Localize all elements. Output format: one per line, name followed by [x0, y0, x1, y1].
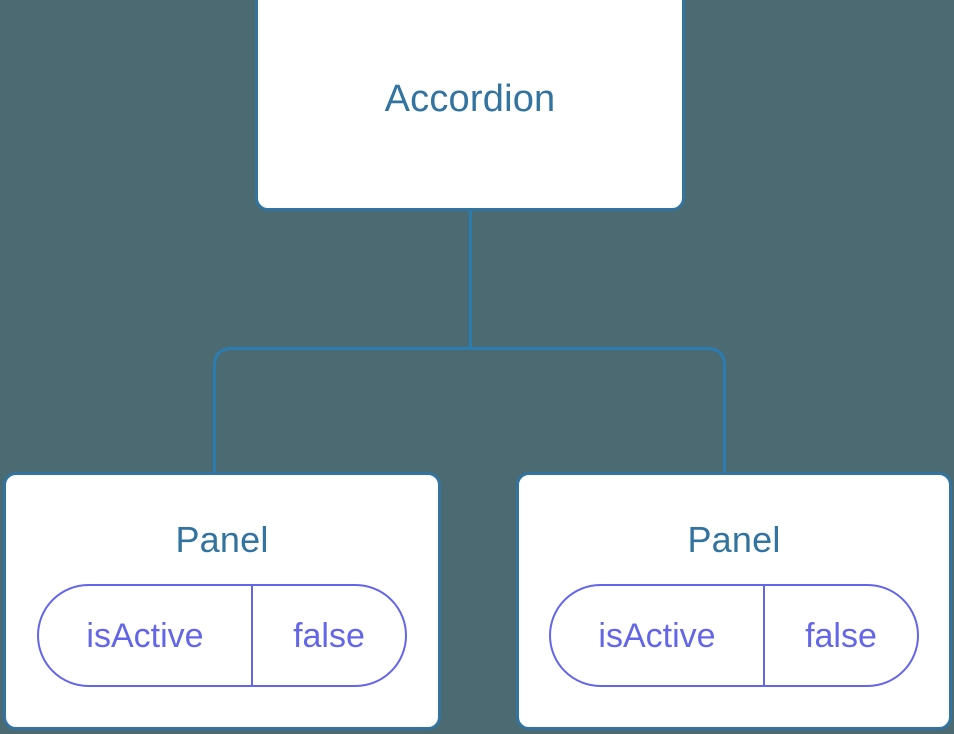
prop-pill-left-value: false — [293, 616, 365, 655]
node-accordion[interactable]: Accordion — [255, 0, 685, 211]
prop-pill-right-key: isActive — [551, 586, 765, 685]
node-accordion-label: Accordion — [384, 77, 556, 120]
prop-pill-right[interactable]: isActive false — [549, 584, 919, 687]
prop-pill-right-value: false — [805, 616, 877, 655]
prop-pill-left[interactable]: isActive false — [37, 584, 407, 687]
connector-branch-left — [213, 347, 471, 474]
prop-pill-left-key: isActive — [39, 586, 253, 685]
node-panel-right[interactable]: Panel isActive false — [516, 472, 952, 730]
node-panel-right-label: Panel — [687, 519, 781, 560]
node-panel-left[interactable]: Panel isActive false — [3, 472, 441, 730]
connector-branch-right — [470, 347, 726, 474]
node-panel-left-label: Panel — [175, 519, 269, 560]
